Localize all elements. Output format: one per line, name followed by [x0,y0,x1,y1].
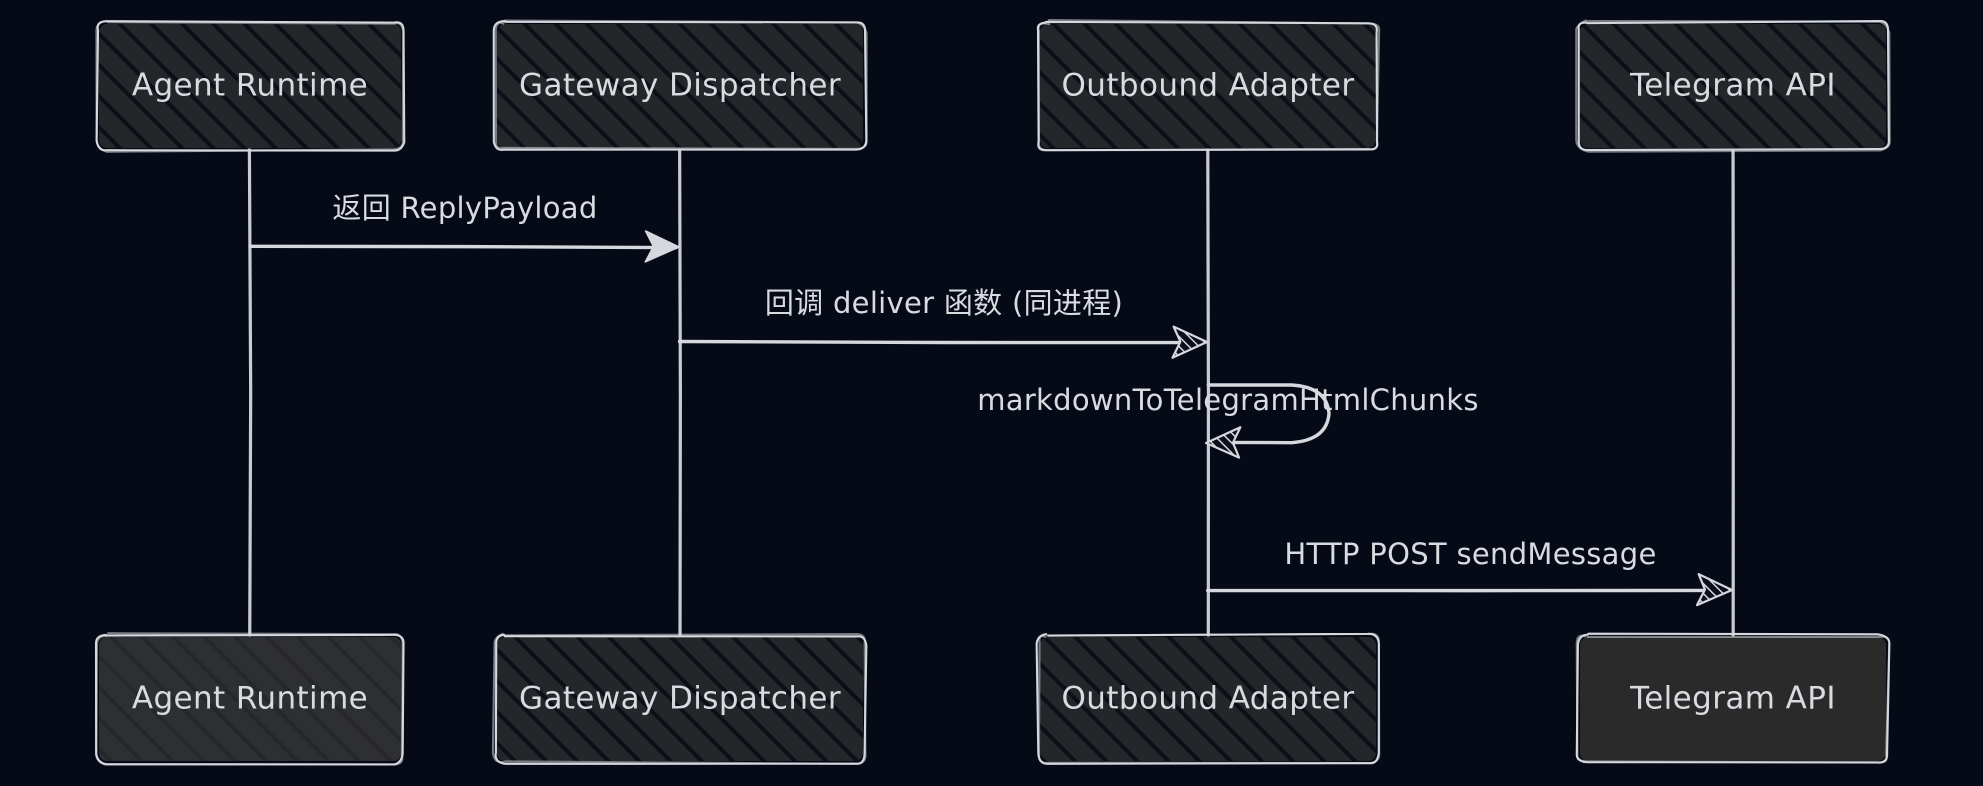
box-outline-sketch [95,632,404,766]
message-line [1206,383,1331,445]
participant-box-outbound-adapter-top[interactable]: Outbound Adapter [1036,19,1381,152]
box-outline-sketch [1575,19,1891,153]
box-fill [1580,637,1886,761]
lifelines-group [247,148,1735,637]
box-fill [99,637,401,761]
message-label: 回调 deliver 函数 (同进程) [765,286,1123,320]
participant-label: Gateway Dispatcher [519,681,841,717]
lifeline-agent-runtime [247,148,253,637]
box-fill [1580,24,1886,148]
message-msg-markdown-to-html[interactable]: markdownToTelegramHtmlChunks [977,383,1479,459]
message-label: 返回 ReplyPayload [332,191,597,225]
participant-top-boxes: Agent Runtime Gateway Dispatcher Outbound … [95,19,1891,153]
participant-box-gateway-dispatcher-top[interactable]: Gateway Dispatcher [492,19,868,151]
participant-label: Telegram API [1629,68,1836,104]
arrowhead-icon [1695,572,1734,607]
participant-box-agent-runtime-top[interactable]: Agent Runtime [95,19,406,153]
box-fill [1040,24,1376,148]
message-msg-reply-payload[interactable]: 返回 ReplyPayload [248,191,680,263]
message-line [248,244,678,250]
box-outline-sketch [1575,634,1891,764]
message-line [677,339,1206,345]
participant-label: Gateway Dispatcher [519,68,841,104]
message-msg-callback-deliver[interactable]: 回调 deliver 函数 (同进程) [677,286,1209,359]
box-fill [99,24,401,148]
participant-box-agent-runtime-bottom[interactable]: Agent Runtime [94,632,405,766]
box-outline-sketch [491,632,867,765]
box-fill [1040,637,1376,761]
lifeline-outbound-adapter [1206,148,1211,637]
box-outline-sketch [494,19,868,150]
box-outline-sketch [1037,19,1381,152]
participant-box-outbound-adapter-bottom[interactable]: Outbound Adapter [1035,632,1381,765]
participant-label: Agent Runtime [132,68,368,104]
message-msg-http-post[interactable]: HTTP POST sendMessage [1205,537,1734,607]
participant-bottom-boxes: Agent Runtime Gateway Dispatcher Outbound … [94,632,1891,766]
box-outline-sketch [95,19,405,153]
participant-box-telegram-api-top[interactable]: Telegram API [1575,19,1891,153]
message-label: markdownToTelegramHtmlChunks [977,383,1479,417]
message-label: HTTP POST sendMessage [1284,537,1656,571]
messages-group: 返回 ReplyPayload 回调 deliver 函数 (同进程) markdo… [248,191,1734,607]
lifeline-gateway-dispatcher [678,148,682,637]
participant-box-gateway-dispatcher-bottom[interactable]: Gateway Dispatcher [491,632,868,765]
participant-label: Agent Runtime [132,681,368,717]
arrowhead-icon [1204,426,1242,459]
box-outline-sketch [1037,632,1381,765]
participant-label: Telegram API [1629,681,1836,717]
arrowhead-icon [644,230,680,263]
participant-label: Outbound Adapter [1061,68,1354,104]
box-fill [497,24,863,148]
participant-box-telegram-api-bottom[interactable]: Telegram API [1575,632,1891,764]
arrowhead-icon [1171,325,1209,359]
participant-label: Outbound Adapter [1061,681,1354,717]
box-fill [497,637,863,761]
